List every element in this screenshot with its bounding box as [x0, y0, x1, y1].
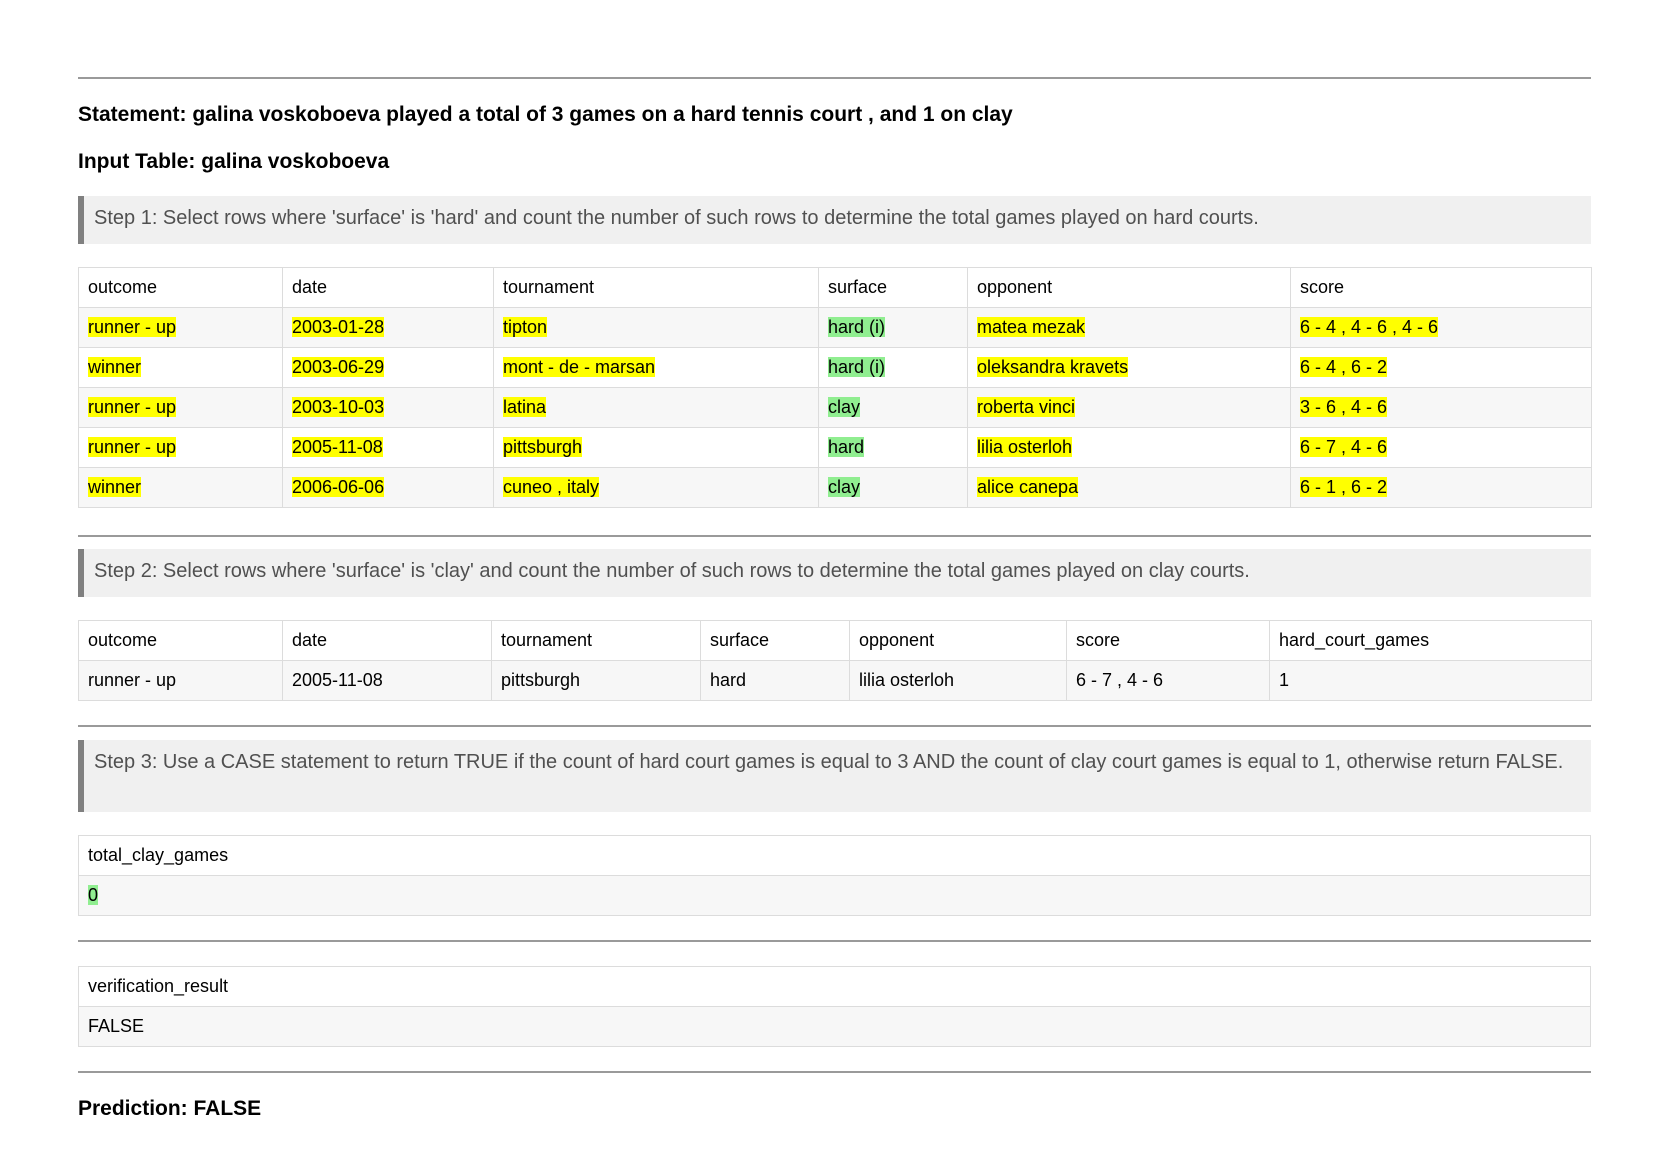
divider [78, 535, 1591, 537]
table-cell: pittsburgh [493, 427, 819, 468]
column-header-outcome: outcome [78, 620, 283, 661]
table-cell: 2005-11-08 [282, 660, 492, 701]
table-cell: 2003-10-03 [282, 387, 494, 428]
table-header-row: total_clay_games [78, 835, 1591, 876]
table-header-row: outcome date tournament surface opponent… [78, 267, 1592, 308]
table-cell: 6 - 7 , 4 - 6 [1066, 660, 1270, 701]
table-cell: clay [818, 467, 968, 508]
verification-table: verification_result FALSE [78, 966, 1591, 1047]
column-header-date: date [282, 620, 492, 661]
table-row: FALSE [78, 1006, 1591, 1047]
table-cell: hard [818, 427, 968, 468]
step-2-table: outcome date tournament surface opponent… [78, 620, 1592, 701]
column-header-opponent: opponent [849, 620, 1067, 661]
table-cell: 2005-11-08 [282, 427, 494, 468]
table-cell: cuneo , italy [493, 467, 819, 508]
table-header-row: verification_result [78, 966, 1591, 1007]
table-row: 0 [78, 875, 1591, 916]
table-row: runner - up 2003-01-28 tipton hard (i) m… [78, 307, 1592, 348]
step-1-table: outcome date tournament surface opponent… [78, 267, 1592, 508]
divider [78, 1071, 1591, 1073]
table-cell: hard (i) [818, 347, 968, 388]
table-cell: runner - up [78, 427, 283, 468]
table-row: winner 2006-06-06 cuneo , italy clay ali… [78, 467, 1592, 508]
table-cell: clay [818, 387, 968, 428]
table-cell: FALSE [78, 1006, 1591, 1047]
table-cell: 6 - 4 , 6 - 2 [1290, 347, 1592, 388]
table-row: runner - up 2005-11-08 pittsburgh hard l… [78, 660, 1592, 701]
divider [78, 725, 1591, 727]
statement-heading: Statement: galina voskoboeva played a to… [78, 103, 1013, 126]
column-header-opponent: opponent [967, 267, 1291, 308]
input-table-heading: Input Table: galina voskoboeva [78, 150, 390, 173]
table-cell: mont - de - marsan [493, 347, 819, 388]
step-1-description: Step 1: Select rows where 'surface' is '… [78, 196, 1591, 244]
step-3-table: total_clay_games 0 [78, 835, 1591, 916]
column-header-surface: surface [818, 267, 968, 308]
table-cell: runner - up [78, 307, 283, 348]
divider [78, 940, 1591, 942]
table-cell: pittsburgh [491, 660, 701, 701]
table-cell: lilia osterloh [967, 427, 1291, 468]
table-cell: 1 [1269, 660, 1592, 701]
table-cell: 3 - 6 , 4 - 6 [1290, 387, 1592, 428]
table-cell: latina [493, 387, 819, 428]
prediction-heading: Prediction: FALSE [78, 1097, 262, 1120]
column-header-score: score [1066, 620, 1270, 661]
table-cell: 2006-06-06 [282, 467, 494, 508]
column-header-verification-result: verification_result [78, 966, 1591, 1007]
column-header-tournament: tournament [493, 267, 819, 308]
table-cell: winner [78, 467, 283, 508]
table-cell: 0 [78, 875, 1591, 916]
table-header-row: outcome date tournament surface opponent… [78, 620, 1592, 661]
table-row: runner - up 2005-11-08 pittsburgh hard l… [78, 427, 1592, 468]
table-cell: 2003-06-29 [282, 347, 494, 388]
table-cell: matea mezak [967, 307, 1291, 348]
column-header-total-clay-games: total_clay_games [78, 835, 1591, 876]
table-cell: lilia osterloh [849, 660, 1067, 701]
table-cell: hard (i) [818, 307, 968, 348]
table-cell: oleksandra kravets [967, 347, 1291, 388]
table-row: winner 2003-06-29 mont - de - marsan har… [78, 347, 1592, 388]
column-header-tournament: tournament [491, 620, 701, 661]
table-cell: 6 - 7 , 4 - 6 [1290, 427, 1592, 468]
table-cell: 2003-01-28 [282, 307, 494, 348]
table-cell: tipton [493, 307, 819, 348]
table-row: runner - up 2003-10-03 latina clay rober… [78, 387, 1592, 428]
table-cell: roberta vinci [967, 387, 1291, 428]
table-cell: runner - up [78, 387, 283, 428]
column-header-hard-court-games: hard_court_games [1269, 620, 1592, 661]
table-cell: hard [700, 660, 850, 701]
table-cell: 6 - 4 , 4 - 6 , 4 - 6 [1290, 307, 1592, 348]
column-header-score: score [1290, 267, 1592, 308]
table-cell: winner [78, 347, 283, 388]
column-header-outcome: outcome [78, 267, 283, 308]
table-cell: alice canepa [967, 467, 1291, 508]
table-cell: 6 - 1 , 6 - 2 [1290, 467, 1592, 508]
step-3-description: Step 3: Use a CASE statement to return T… [78, 740, 1591, 812]
column-header-date: date [282, 267, 494, 308]
column-header-surface: surface [700, 620, 850, 661]
table-cell: runner - up [78, 660, 283, 701]
step-2-description: Step 2: Select rows where 'surface' is '… [78, 549, 1591, 597]
divider [78, 77, 1591, 79]
